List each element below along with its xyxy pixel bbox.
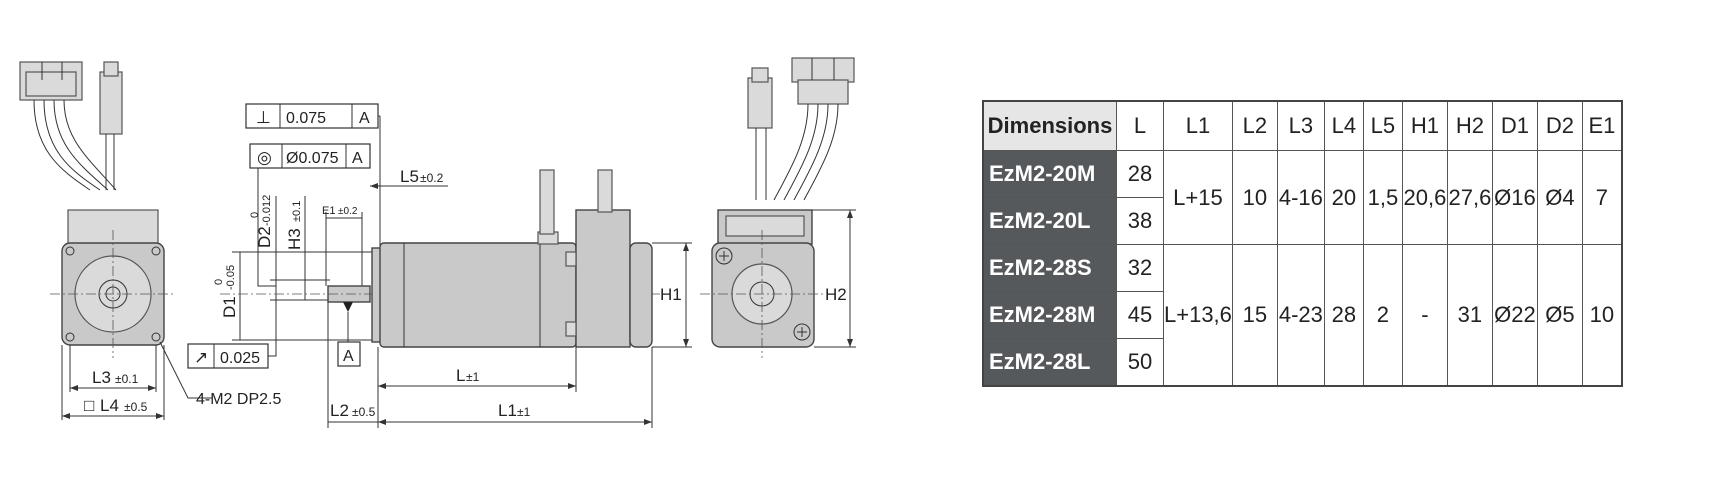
perpendicularity-datum: A	[359, 110, 370, 127]
table-row: EzM2-28M 45	[982, 291, 1622, 339]
model-name: EzM2-28S	[982, 244, 1117, 292]
dim-d2-label: D2	[255, 226, 274, 248]
dim-d2-tol-lower: -0.012	[261, 195, 273, 226]
dim-h1-label: H1	[660, 285, 682, 304]
header-l3: L3	[1276, 100, 1325, 151]
header-l: L	[1116, 100, 1164, 151]
l2-value: 10	[1231, 150, 1278, 245]
dim-d2-tol-upper: 0	[249, 212, 261, 218]
dim-h3-tolerance: ±0.1	[291, 201, 303, 222]
dim-l1-label: L1	[498, 401, 517, 420]
h2-value: 27,6	[1446, 150, 1493, 245]
header-h1: H1	[1401, 100, 1448, 151]
length-value: 28	[1116, 150, 1164, 198]
l5-value: 2	[1362, 244, 1403, 387]
table-header-row: Dimensions L L1 L2 L3 L4 L5 H1 H2 D1 D2 …	[982, 100, 1623, 151]
l1-value: L+15	[1163, 150, 1233, 245]
dim-d1-tol-lower: -0.05	[225, 265, 237, 290]
dim-l4-tolerance: ±0.5	[124, 400, 148, 414]
dim-l2-label: L2	[330, 401, 349, 420]
model-name: EzM2-28L	[982, 338, 1117, 387]
dim-e1-tolerance: ±0.2	[338, 206, 358, 217]
h2-value: 31	[1446, 244, 1493, 387]
header-h2: H2	[1446, 100, 1493, 151]
h1-value: -	[1401, 244, 1448, 387]
header-l4: L4	[1323, 100, 1364, 151]
header-d1: D1	[1491, 100, 1538, 151]
header-l2: L2	[1231, 100, 1278, 151]
hole-note: 4-M2 DP2.5	[196, 391, 281, 408]
dim-l1-tolerance: ±1	[517, 405, 531, 419]
dim-d1-label: D1	[220, 296, 239, 318]
rear-view: H2	[700, 57, 856, 358]
d2-value: Ø5	[1536, 244, 1583, 387]
perpendicularity-symbol: ⊥	[256, 108, 271, 127]
dim-d1-tol-upper: 0	[213, 279, 225, 285]
dim-l5-label: L5	[400, 167, 419, 186]
dim-h3-label: H3	[285, 228, 304, 250]
dim-l-label: L	[456, 366, 465, 385]
dim-l4-square-symbol: □	[84, 396, 94, 415]
table-row: EzM2-28S 32 L+13,6 15 4-23 28 2 - 31 Ø22…	[982, 244, 1623, 387]
perpendicularity-value: 0.075	[286, 110, 326, 127]
dim-l2-tolerance: ±0.5	[352, 405, 376, 419]
header-d2: D2	[1536, 100, 1583, 151]
l1-value: L+13,6	[1163, 244, 1233, 387]
length-value: 38	[1116, 197, 1164, 245]
table-row: EzM2-28L 50	[982, 338, 1622, 387]
e1-value: 7	[1581, 150, 1623, 245]
dim-l3-label: L3	[92, 368, 111, 387]
table-row: EzM2-20L 38	[982, 197, 1622, 245]
l2-value: 15	[1231, 244, 1278, 387]
l4-value: 28	[1323, 244, 1364, 387]
header-dimensions: Dimensions	[982, 100, 1117, 151]
l3-value: 4-16	[1276, 150, 1325, 245]
d2-value: Ø4	[1536, 150, 1583, 245]
dim-l3-tolerance: ±0.1	[115, 372, 139, 386]
header-l5: L5	[1362, 100, 1403, 151]
dim-h2-label: H2	[825, 285, 847, 304]
motor-dimension-drawing: L3 ±0.1 □ L4 ±0.5 4-M2 DP2.5 ⊥ 0.075 A ◎…	[19, 57, 856, 428]
l4-value: 20	[1323, 150, 1364, 245]
length-value: 45	[1116, 291, 1164, 339]
dimension-table: Dimensions L L1 L2 L3 L4 L5 H1 H2 D1 D2 …	[982, 100, 1623, 387]
model-name: EzM2-28M	[982, 291, 1117, 339]
concentricity-symbol: ◎	[257, 148, 272, 167]
runout-symbol: ↗	[194, 348, 208, 367]
e1-value: 10	[1581, 244, 1623, 387]
l3-value: 4-23	[1276, 244, 1325, 387]
concentricity-value: Ø0.075	[286, 150, 339, 167]
header-l1: L1	[1163, 100, 1233, 151]
dim-l5-tolerance: ±0.2	[420, 171, 444, 185]
dim-e1-label: E1	[322, 205, 335, 217]
datum-a-label: A	[343, 348, 354, 365]
model-name: EzM2-20M	[982, 150, 1117, 198]
length-value: 50	[1116, 338, 1164, 387]
header-e1: E1	[1581, 100, 1623, 151]
model-name: EzM2-20L	[982, 197, 1117, 245]
l5-value: 1,5	[1362, 150, 1403, 245]
runout-value: 0.025	[220, 350, 260, 367]
side-view: ⊥ 0.075 A ◎ Ø0.075 A L5 ±0.2 E1 ±0.2 D2 …	[187, 103, 692, 428]
dim-l4-label: L4	[100, 396, 119, 415]
d1-value: Ø16	[1491, 150, 1538, 245]
d1-value: Ø22	[1491, 244, 1538, 387]
length-value: 32	[1116, 244, 1164, 292]
h1-value: 20,6	[1401, 150, 1448, 245]
concentricity-datum: A	[352, 150, 363, 167]
dim-l-tolerance: ±1	[466, 370, 480, 384]
table-row: EzM2-20M 28 L+15 10 4-16 20 1,5 20,6 27,…	[982, 150, 1623, 245]
front-view: L3 ±0.1 □ L4 ±0.5 4-M2 DP2.5	[19, 61, 281, 420]
